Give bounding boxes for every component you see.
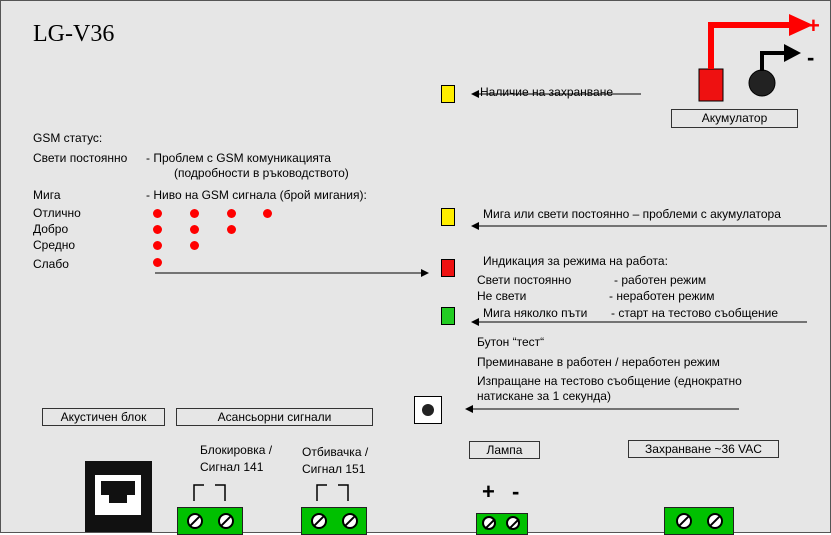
gsm-blink-dot xyxy=(227,225,236,234)
plus-sign: + xyxy=(807,13,820,38)
gsm-blink-label: Мига xyxy=(33,188,61,202)
reject-label-2: Сигнал 151 xyxy=(302,462,366,476)
gsm-steady-label: Свети постоянно xyxy=(33,151,128,165)
power-led xyxy=(441,85,455,103)
gsm-blink-dot xyxy=(153,225,162,234)
blocking-label-2: Сигнал 141 xyxy=(200,460,264,474)
device-title: LG-V36 xyxy=(33,21,115,47)
gsm-level-medium: Средно xyxy=(33,238,76,252)
gsm-level-weak: Слабо xyxy=(33,257,69,271)
battery-led xyxy=(441,208,455,226)
elevator-signals-box: Асансьорни сигнали xyxy=(176,408,373,426)
test-button[interactable] xyxy=(414,396,442,424)
blocking-terminal-block xyxy=(177,507,243,535)
screw-icon xyxy=(506,516,520,530)
mode-heading: Индикация за режима на работа: xyxy=(483,254,668,268)
blocking-label-1: Блокировка / xyxy=(200,443,273,457)
gsm-blink-dot xyxy=(153,241,162,250)
mode-row-2-desc: - неработен режим xyxy=(609,289,715,303)
test-button-line-2: Изпращане на тестово съобщение (еднократ… xyxy=(477,374,742,388)
lamp-box: Лампа xyxy=(469,441,540,459)
plus-wire xyxy=(708,22,791,69)
gsm-blink-dot xyxy=(153,209,162,218)
power-supply-box: Захранване ~36 VAC xyxy=(628,440,779,458)
reject-label-1: Отбивачка / xyxy=(302,445,369,459)
plus-arrow-head xyxy=(789,14,813,36)
battery-minus-terminal xyxy=(748,69,776,97)
gsm-level-good: Добро xyxy=(33,222,69,236)
power-supply-terminal-block xyxy=(664,507,734,535)
screw-icon xyxy=(676,513,692,529)
gsm-blink-dot xyxy=(190,241,199,250)
screw-icon xyxy=(707,513,723,529)
gsm-steady-desc-2: (подробности в ръководството) xyxy=(174,166,349,180)
acoustic-block-box: Акустичен блок xyxy=(42,408,165,426)
mode-row-1-desc: - работен режим xyxy=(614,273,707,287)
lamp-minus-sign: - xyxy=(512,479,520,504)
test-button-line-1: Преминаване в работен / неработен режим xyxy=(477,355,720,369)
gsm-blink-dot xyxy=(227,209,236,218)
test-button-line-3: натискане за 1 секунда) xyxy=(477,389,611,403)
mode-led-red xyxy=(441,259,455,277)
screw-icon xyxy=(482,516,496,530)
mode-row-2-state: Не свети xyxy=(477,289,527,303)
mode-led-green xyxy=(441,307,455,325)
gsm-blink-dot xyxy=(263,209,272,218)
gsm-level-excellent: Отлично xyxy=(33,206,81,220)
mode-row-1-state: Свети постоянно xyxy=(477,273,572,287)
test-button-knob xyxy=(422,404,434,416)
mode-row-3-state: Мига няколко пъти xyxy=(483,306,588,320)
screw-icon xyxy=(187,513,203,529)
power-indicator-label: Наличие на захранване xyxy=(480,85,614,99)
battery-plus-terminal xyxy=(698,68,724,102)
battery-problem-label: Мига или свети постоянно – проблеми с ак… xyxy=(483,207,781,221)
gsm-blink-dot xyxy=(190,209,199,218)
battery-label-box: Акумулатор xyxy=(671,109,798,128)
mode-row-3-desc: - старт на тестово съобщение xyxy=(611,306,779,320)
gsm-blink-desc: - Ниво на GSM сигнала (брой мигания): xyxy=(146,188,367,202)
screw-icon xyxy=(342,513,358,529)
gsm-heading: GSM статус: xyxy=(33,131,103,145)
gsm-blink-dot xyxy=(190,225,199,234)
test-button-heading: Бутон “тест“ xyxy=(477,335,545,349)
screw-icon xyxy=(218,513,234,529)
gsm-blink-dot xyxy=(153,258,162,267)
screw-icon xyxy=(311,513,327,529)
reject-terminal-block xyxy=(301,507,367,535)
minus-arrow-head xyxy=(784,44,801,62)
lamp-plus-sign: + xyxy=(482,479,495,504)
gsm-steady-desc: - Проблем с GSM комуникацията xyxy=(146,151,331,165)
rj45-jack-icon xyxy=(85,461,152,532)
minus-sign: - xyxy=(807,45,815,70)
lamp-terminal-block xyxy=(476,513,528,535)
minus-wire xyxy=(760,51,786,71)
